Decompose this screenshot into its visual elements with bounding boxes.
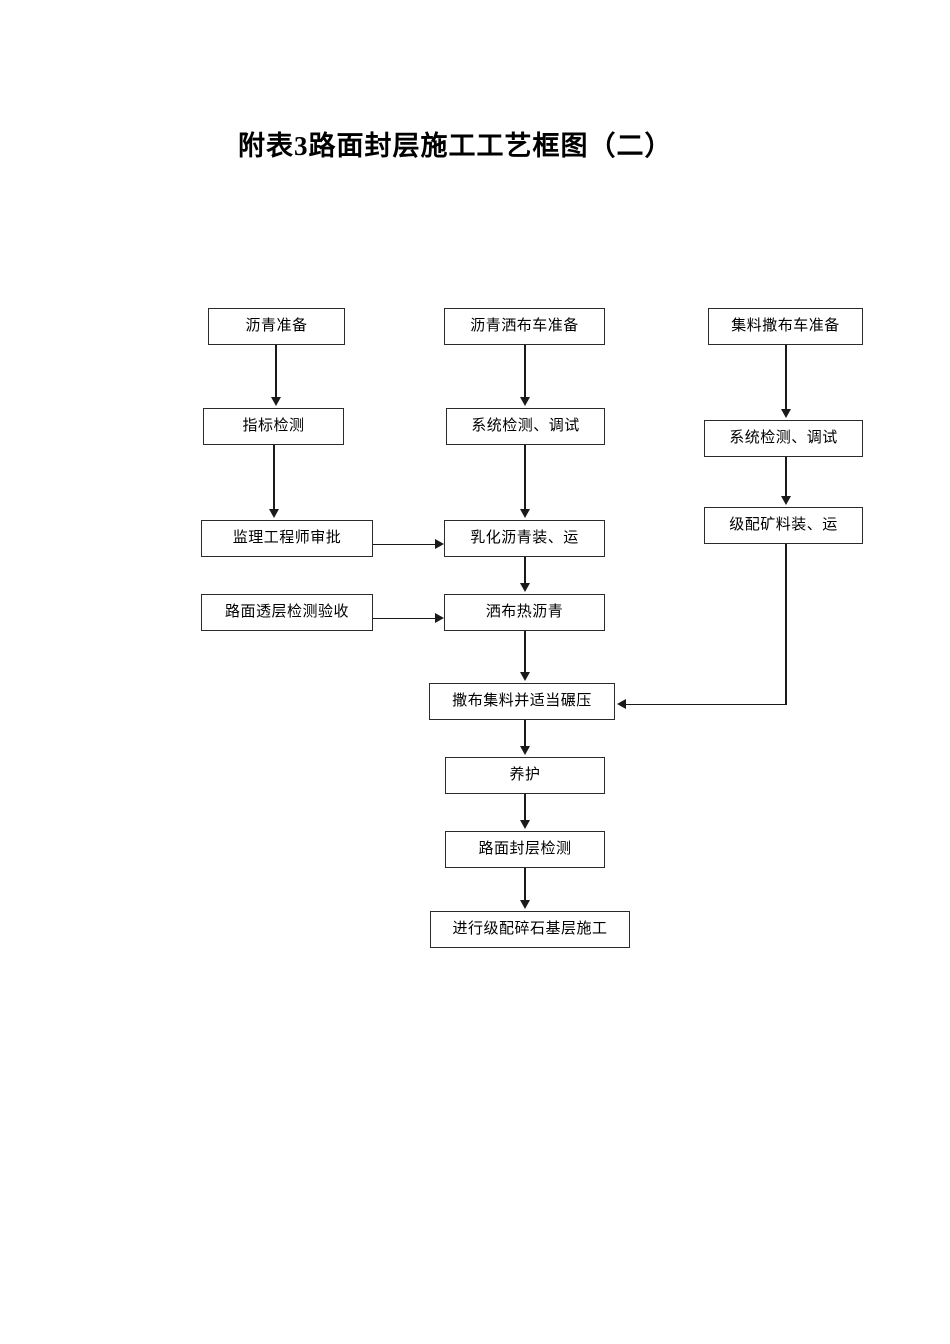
arrowhead-to-supervisor-approval bbox=[268, 509, 279, 518]
node-index-test[interactable]: 指标检测 bbox=[203, 408, 344, 445]
node-spreader-prep[interactable]: 集料撒布车准备 bbox=[708, 308, 863, 345]
connector-prime-coat-to-spray-hot-asphalt bbox=[373, 617, 435, 620]
node-graded-crushed-stone-base[interactable]: 进行级配碎石基层施工 bbox=[430, 911, 630, 948]
arrowhead-to-system-check-mid bbox=[519, 397, 530, 406]
node-system-check-mid[interactable]: 系统检测、调试 bbox=[446, 408, 605, 445]
arrowhead-to-mineral-transport bbox=[780, 496, 791, 505]
arrowhead-to-spray-hot-top bbox=[519, 583, 530, 592]
connector-distributor-prep-to-system-check bbox=[524, 345, 526, 397]
arrowhead-to-system-check-right bbox=[780, 409, 791, 418]
node-spray-hot-asphalt[interactable]: 洒布热沥青 bbox=[444, 594, 605, 631]
node-supervisor-approval[interactable]: 监理工程师审批 bbox=[201, 520, 373, 557]
connector-emulsified-to-spray-hot bbox=[524, 557, 526, 583]
arrowhead-to-spread-aggregate bbox=[519, 672, 530, 681]
arrowhead-to-seal-coat-test bbox=[519, 820, 530, 829]
arrowhead-to-spray-hot-asphalt bbox=[435, 613, 444, 623]
connector-mineral-transport-left bbox=[626, 703, 786, 706]
arrowhead-to-emulsified-asphalt bbox=[435, 539, 444, 549]
connector-spread-aggregate-to-curing bbox=[524, 720, 526, 746]
connector-spreader-prep-to-system-check-right bbox=[785, 345, 787, 409]
connector-spray-hot-to-spread-aggregate bbox=[524, 631, 526, 672]
connector-supervisor-approval-to-emulsified bbox=[373, 543, 435, 546]
connector-system-check-to-emulsified bbox=[524, 445, 526, 509]
arrowhead-into-spread-aggregate bbox=[617, 699, 626, 709]
node-distributor-prep[interactable]: 沥青洒布车准备 bbox=[444, 308, 605, 345]
page-title: 附表3路面封层施工工艺框图（二） bbox=[238, 131, 673, 161]
node-prime-coat-acceptance[interactable]: 路面透层检测验收 bbox=[201, 594, 373, 631]
node-spread-aggregate-compact[interactable]: 撒布集料并适当碾压 bbox=[429, 683, 615, 720]
arrowhead-to-base-construction bbox=[519, 900, 530, 909]
connector-system-check-right-to-mineral-transport bbox=[785, 457, 787, 496]
node-graded-mineral-transport[interactable]: 级配矿料装、运 bbox=[704, 507, 863, 544]
connector-index-test-to-supervisor-approval bbox=[273, 445, 275, 509]
arrowhead-to-index-test bbox=[270, 397, 281, 406]
connector-seal-coat-test-to-base-construction bbox=[524, 868, 526, 900]
node-curing[interactable]: 养护 bbox=[445, 757, 605, 794]
arrowhead-to-curing bbox=[519, 746, 530, 755]
connector-mineral-transport-down bbox=[785, 544, 787, 705]
connector-asphalt-prep-to-index-test bbox=[275, 345, 277, 397]
node-asphalt-prep[interactable]: 沥青准备 bbox=[208, 308, 345, 345]
node-seal-coat-test[interactable]: 路面封层检测 bbox=[445, 831, 605, 868]
node-system-check-right[interactable]: 系统检测、调试 bbox=[704, 420, 863, 457]
arrowhead-to-emulsified-top bbox=[519, 509, 530, 518]
node-emulsified-asphalt-transport[interactable]: 乳化沥青装、运 bbox=[444, 520, 605, 557]
connector-curing-to-seal-coat-test bbox=[524, 794, 526, 820]
